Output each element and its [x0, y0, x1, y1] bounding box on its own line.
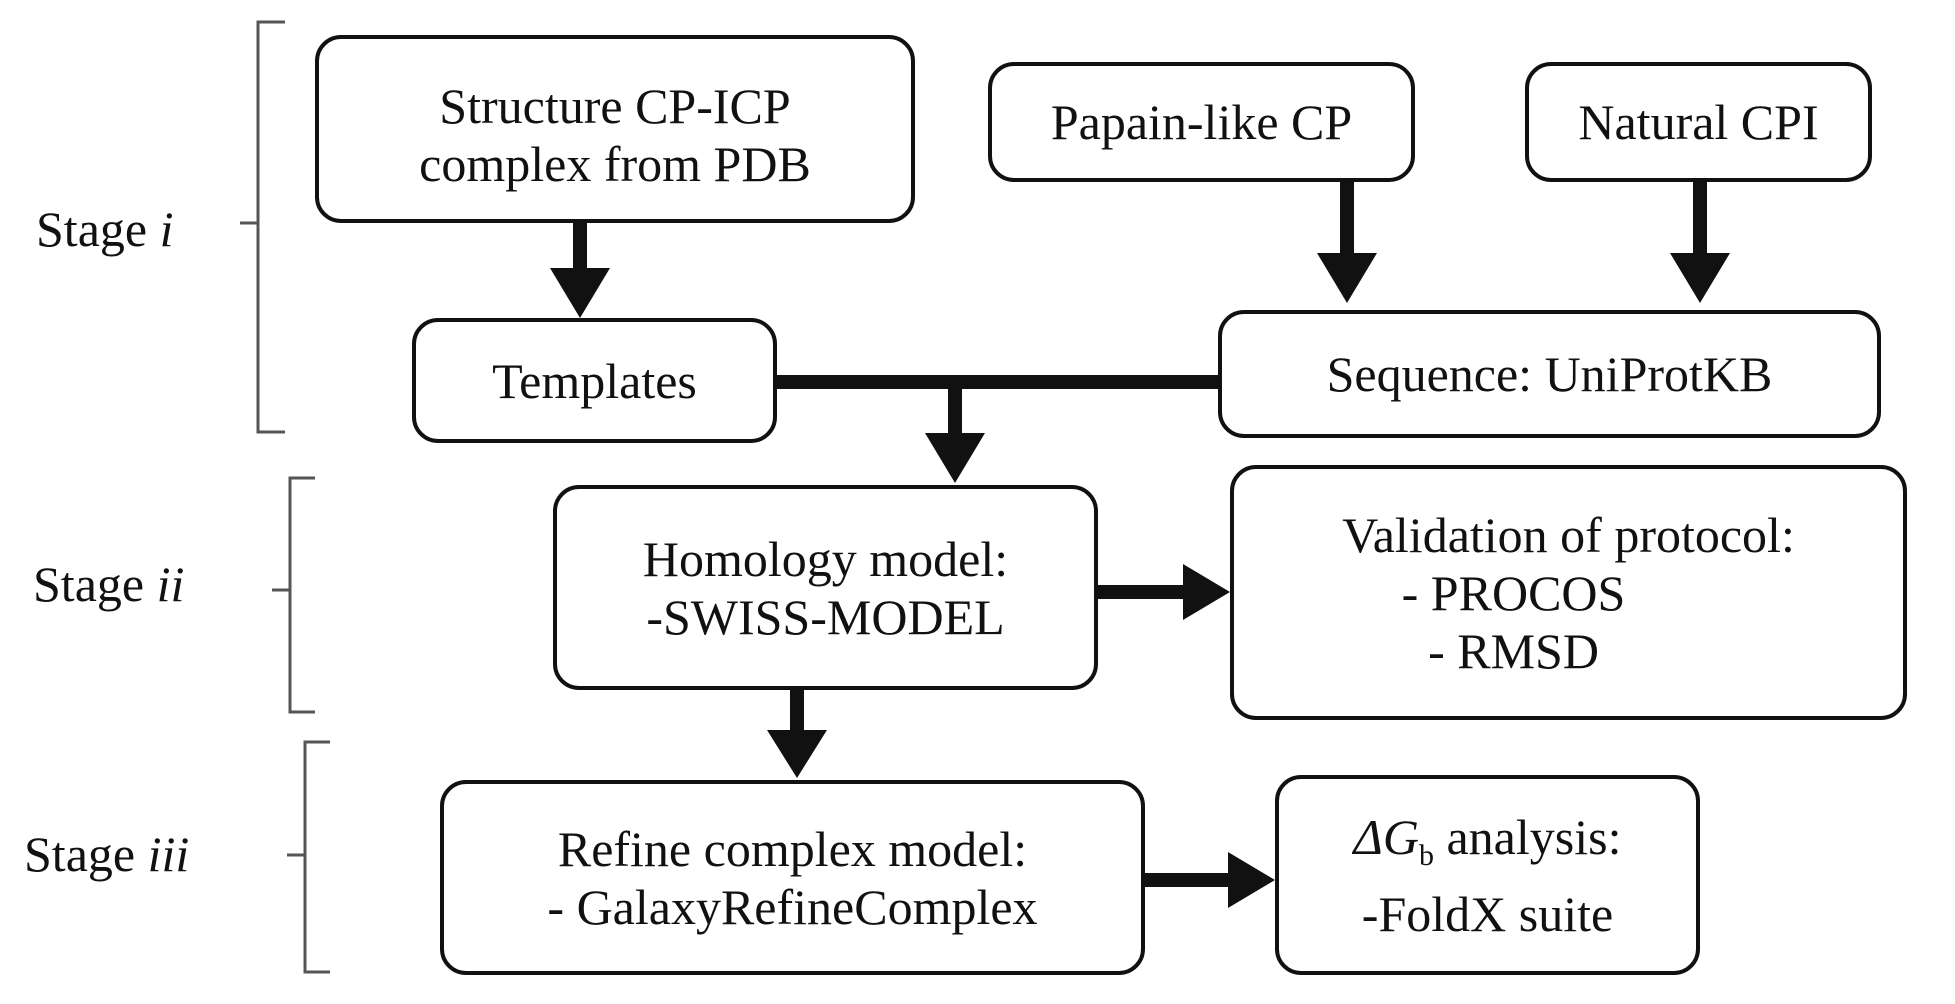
- node-natural-line-1: Natural CPI: [1578, 94, 1819, 150]
- node-validation-line-3: - RMSD: [1428, 622, 1599, 679]
- node-homology: Homology model: -SWISS-MODEL: [553, 485, 1098, 690]
- node-templates: Templates: [412, 318, 777, 443]
- node-homology-line-2: -SWISS-MODEL: [646, 588, 1005, 645]
- arrowhead-natural: [1670, 253, 1730, 303]
- node-homology-line-1: Homology model:: [642, 530, 1009, 587]
- delta-g-subscript: b: [1418, 838, 1434, 872]
- node-structure: Structure CP-ICP complex from PDB: [315, 35, 915, 223]
- stage-i-label: Stage i: [36, 200, 174, 258]
- stage-iii-bracket: [287, 740, 330, 974]
- stage-iii-numeral: iii: [147, 826, 190, 882]
- arrowhead-refine: [767, 730, 827, 778]
- node-validation-line-1: Validation of protocol:: [1342, 506, 1795, 563]
- node-structure-line-2: complex from PDB: [419, 136, 811, 192]
- arrowhead-homology: [925, 433, 985, 483]
- node-papain: Papain-like CP: [988, 62, 1415, 182]
- node-dg-analysis: ΔGb analysis: -FoldX suite: [1275, 775, 1700, 975]
- stage-i-bracket: [240, 20, 285, 434]
- arrowhead-dg: [1228, 852, 1275, 908]
- node-natural-cpi: Natural CPI: [1525, 62, 1872, 182]
- arrowhead-papain: [1317, 253, 1377, 303]
- node-refine: Refine complex model: - GalaxyRefineComp…: [440, 780, 1145, 975]
- node-templates-line-1: Templates: [492, 352, 697, 409]
- dg-analysis-text: analysis:: [1433, 808, 1622, 865]
- stage-i-word: Stage: [36, 201, 148, 257]
- stage-ii-word: Stage: [33, 556, 145, 612]
- arrowhead-validation: [1183, 564, 1230, 620]
- stage-i-numeral: i: [159, 201, 174, 257]
- node-validation: Validation of protocol: - PROCOS - RMSD: [1230, 465, 1907, 720]
- arrowhead-templates: [550, 268, 610, 318]
- stage-ii-label: Stage ii: [33, 555, 184, 613]
- node-sequence: Sequence: UniProtKB: [1218, 310, 1881, 438]
- node-papain-line-1: Papain-like CP: [1050, 94, 1353, 150]
- node-refine-line-2: - GalaxyRefineComplex: [547, 878, 1038, 935]
- node-dg-line-1: ΔGb analysis:: [1354, 808, 1622, 885]
- node-sequence-line-1: Sequence: UniProtKB: [1326, 346, 1773, 402]
- node-structure-line-1: Structure CP-ICP: [439, 78, 791, 134]
- delta-g-symbol: ΔG: [1353, 808, 1419, 865]
- node-dg-line-2: -FoldX suite: [1361, 885, 1614, 942]
- stage-ii-numeral: ii: [156, 556, 185, 612]
- stage-ii-bracket: [272, 476, 315, 714]
- stage-iii-word: Stage: [24, 826, 136, 882]
- node-validation-line-2: - PROCOS: [1401, 564, 1626, 621]
- stage-iii-label: Stage iii: [24, 825, 189, 883]
- node-refine-line-1: Refine complex model:: [557, 820, 1028, 877]
